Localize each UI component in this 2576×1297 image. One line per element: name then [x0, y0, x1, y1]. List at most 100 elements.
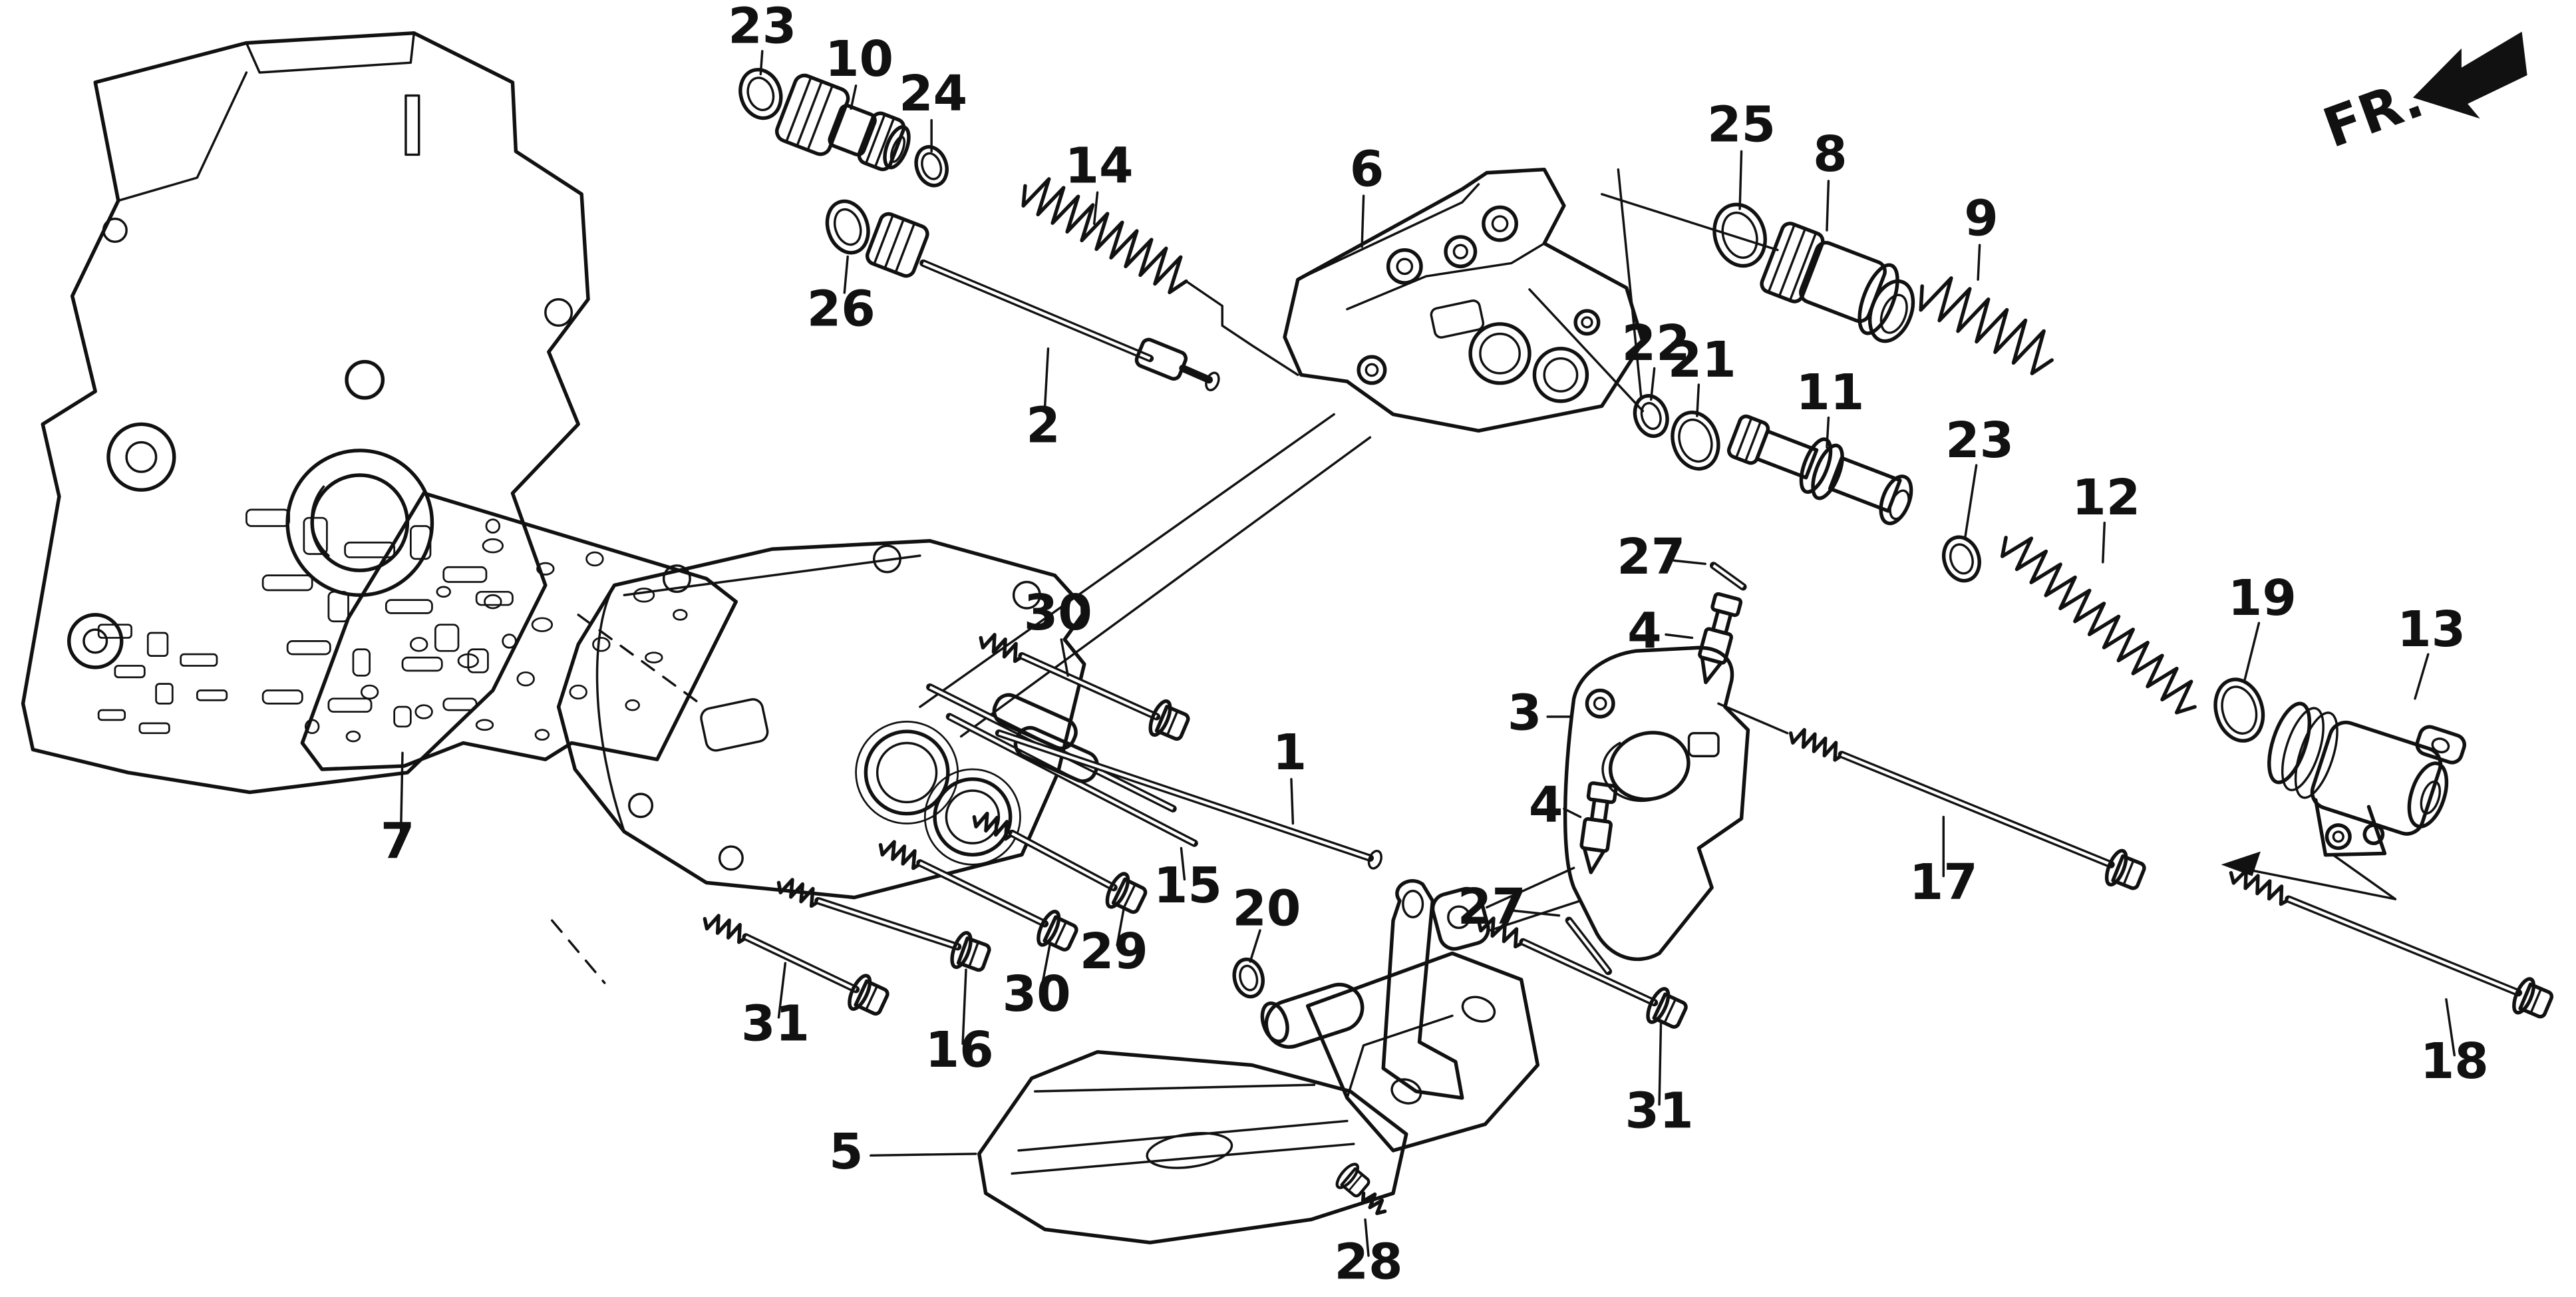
callout-27-top: 27 — [1617, 528, 1706, 586]
callout-7: 7 — [381, 751, 415, 870]
sleeve-part-10 — [775, 73, 911, 172]
pin-27-bottom — [1565, 916, 1613, 976]
callout-label: 23 — [1945, 412, 2014, 469]
oring-23-right — [1942, 535, 1981, 583]
callout-18: 18 — [2420, 998, 2489, 1090]
bolt-17 — [1788, 728, 2148, 894]
fr-arrow-icon — [2412, 31, 2527, 119]
callout-label: 21 — [1668, 331, 1736, 389]
spring-14-seat-line — [1185, 279, 1299, 377]
callout-label: 9 — [1964, 190, 1999, 247]
callout-8: 8 — [1813, 126, 1848, 232]
callout-22: 22 — [1622, 315, 1690, 401]
piston-rod-part-2 — [865, 212, 1220, 391]
callout-6: 6 — [1350, 140, 1384, 248]
callout-9: 9 — [1964, 190, 1999, 281]
callout-17: 17 — [1909, 815, 1978, 911]
sleeve-part-8 — [1760, 222, 1915, 343]
oring-26 — [825, 199, 870, 255]
callout-12: 12 — [2072, 469, 2140, 564]
rod-part-1 — [995, 729, 1382, 870]
callout-21: 21 — [1668, 331, 1736, 417]
callout-label: 17 — [1909, 854, 1978, 911]
callout-13: 13 — [2397, 601, 2466, 700]
callout-label: 26 — [807, 280, 876, 337]
callout-label: 24 — [899, 65, 967, 122]
oring-25 — [1712, 202, 1767, 268]
oring-21 — [1671, 411, 1720, 471]
callout-label: 6 — [1350, 140, 1384, 198]
callout-26: 26 — [807, 255, 876, 337]
bolt-30-lower — [878, 840, 1080, 956]
spring-part-9 — [1919, 276, 2054, 375]
callout-16: 16 — [925, 968, 994, 1079]
bolt-30-upper — [979, 633, 1192, 745]
callout-label: 28 — [1334, 1234, 1402, 1291]
callout-1: 1 — [1273, 724, 1307, 825]
callout-label: 19 — [2228, 570, 2297, 627]
callout-label: 27 — [1617, 528, 1685, 586]
callout-label: 30 — [1003, 966, 1071, 1023]
bolt-31-left — [703, 914, 891, 1019]
callout-25: 25 — [1707, 96, 1776, 210]
oring-20 — [1232, 957, 1265, 999]
callout-29: 29 — [1080, 908, 1148, 980]
bracket-part-3 — [1430, 646, 1750, 962]
callout-label: 14 — [1064, 137, 1133, 194]
direction-arrowhead — [2221, 851, 2261, 876]
strainer-part-5 — [977, 879, 1540, 1244]
lower-servo-body — [556, 539, 1088, 900]
callout-label: 27 — [1458, 878, 1526, 936]
callout-label: 18 — [2420, 1033, 2489, 1090]
callout-label: 4 — [1627, 602, 1662, 659]
valve-plate-part-7 — [300, 491, 738, 771]
callouts: 23 10 24 14 26 2 6 25 8 9 22 21 11 23 12… — [381, 0, 2489, 1291]
plunger-4-top — [1698, 592, 1743, 685]
pipe-part-11 — [1726, 414, 1913, 526]
callout-label: 7 — [381, 813, 415, 870]
bolt-29 — [972, 811, 1149, 918]
spring-part-14 — [1021, 177, 1188, 295]
spring-part-12 — [2000, 536, 2197, 715]
callout-label: 5 — [829, 1123, 864, 1181]
callout-4-top: 4 — [1627, 602, 1694, 659]
oring-24 — [914, 145, 949, 188]
callout-28: 28 — [1334, 1218, 1403, 1291]
callout-label: 22 — [1622, 315, 1690, 372]
callout-label: 8 — [1813, 126, 1848, 183]
solenoid-part-13 — [2267, 701, 2466, 857]
callout-19: 19 — [2228, 570, 2297, 683]
bolt-31-bottom — [1476, 916, 1689, 1033]
callout-label: 20 — [1232, 880, 1301, 938]
callout-2: 2 — [1026, 347, 1060, 455]
callout-label: 29 — [1080, 923, 1148, 980]
bolt-18 — [2229, 868, 2555, 1023]
callout-label: 31 — [1625, 1082, 1694, 1139]
plunger-4-bottom — [1579, 781, 1618, 874]
callout-label: 31 — [741, 995, 810, 1052]
oring-22 — [1633, 394, 1669, 439]
fr-label: FR. — [2315, 67, 2431, 160]
valve-channel-texture — [97, 508, 517, 735]
callout-23-right: 23 — [1945, 412, 2014, 541]
bolt-16 — [776, 878, 992, 976]
callout-4-bottom: 4 — [1529, 777, 1582, 834]
callout-27-bottom: 27 — [1458, 878, 1561, 936]
callout-label: 10 — [825, 31, 893, 88]
callout-label: 3 — [1508, 685, 1542, 742]
callout-label: 30 — [1024, 584, 1092, 642]
callout-10: 10 — [825, 31, 893, 110]
callout-label: 11 — [1796, 364, 1864, 421]
callout-31-bottom: 31 — [1625, 1021, 1694, 1139]
callout-31-left: 31 — [741, 962, 810, 1052]
callout-30-lower: 30 — [1003, 944, 1071, 1023]
callout-label: 23 — [728, 0, 796, 55]
callout-5: 5 — [829, 1123, 977, 1181]
oring-19 — [2213, 677, 2265, 743]
callout-label: 2 — [1026, 397, 1060, 455]
oring-23-top — [738, 67, 783, 120]
pin-27-top — [1710, 562, 1747, 591]
callout-23-top: 23 — [728, 0, 796, 76]
callout-24: 24 — [899, 65, 967, 153]
